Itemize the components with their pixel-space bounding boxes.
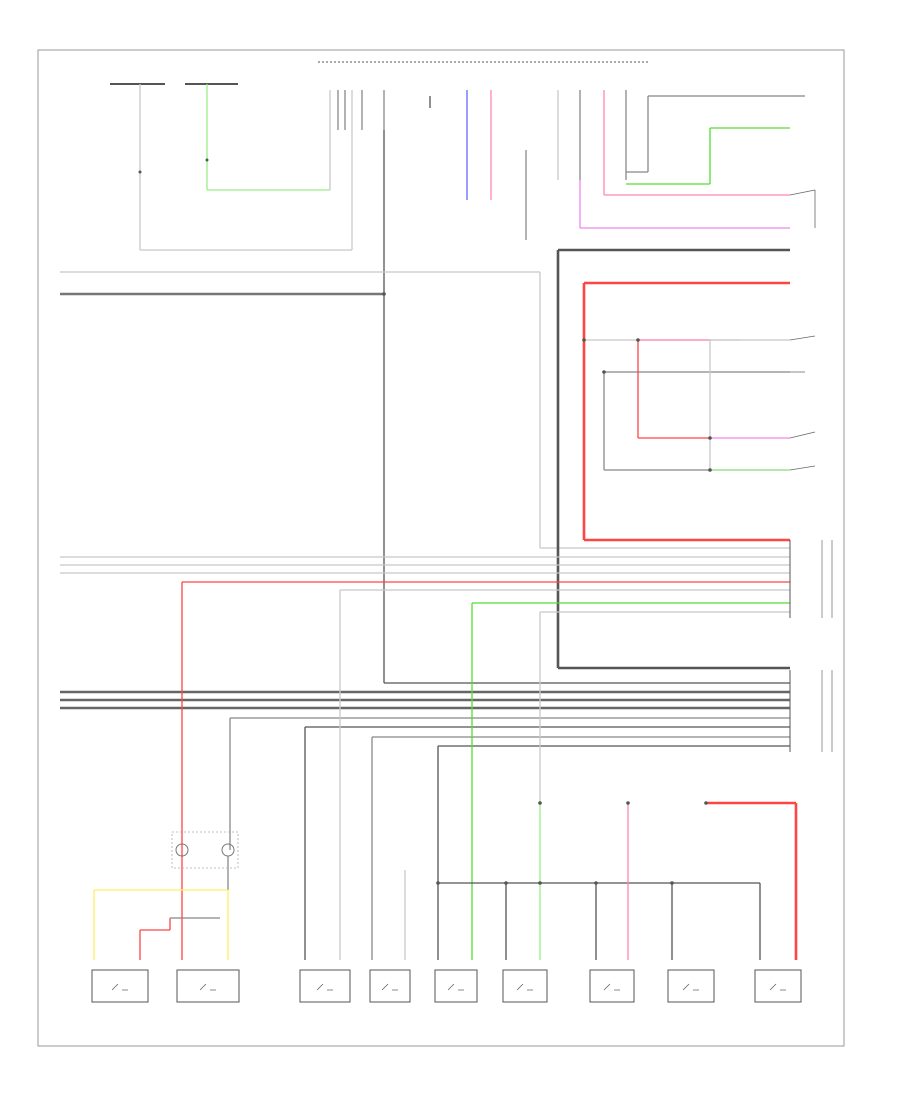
top-leads — [329, 90, 627, 683]
switch-box — [667, 969, 715, 1003]
connector-bus-lower — [60, 670, 833, 752]
lamp-area — [93, 582, 239, 960]
bottom-leads — [304, 590, 798, 960]
switch-sw6 — [502, 969, 548, 1003]
switch-contact-icon — [381, 983, 398, 991]
switch-sw7 — [589, 969, 635, 1003]
switch-contact-icon — [447, 983, 464, 991]
switch-contact-icon — [199, 983, 216, 991]
switch-sw3 — [299, 969, 351, 1003]
switch-sw8 — [667, 969, 715, 1003]
switch-sw5 — [434, 969, 478, 1003]
switch-sw1 — [91, 969, 149, 1003]
connector-bus-upper — [60, 540, 833, 618]
switch-contact-icon — [516, 983, 533, 991]
illumination-area — [579, 95, 816, 229]
switch-box — [589, 969, 635, 1003]
switch-sw9 — [754, 969, 802, 1003]
switch-box — [299, 969, 351, 1003]
switch-box — [754, 969, 802, 1003]
switch-box — [91, 969, 149, 1003]
meter-switch-block — [556, 248, 816, 670]
switch-box — [176, 969, 240, 1003]
diagram-frame — [37, 49, 845, 1047]
switch-box — [369, 969, 411, 1003]
switch-sw4 — [369, 969, 411, 1003]
switch-box — [502, 969, 548, 1003]
bottom-switch-row — [91, 969, 802, 1003]
switch-contact-icon — [769, 983, 786, 991]
switch-contact-icon — [316, 983, 333, 991]
switch-contact-icon — [603, 983, 620, 991]
switch-sw2 — [176, 969, 240, 1003]
switch-box — [434, 969, 478, 1003]
switch-contact-icon — [111, 983, 128, 991]
fuse-area — [110, 83, 353, 251]
switch-contact-icon — [682, 983, 699, 991]
